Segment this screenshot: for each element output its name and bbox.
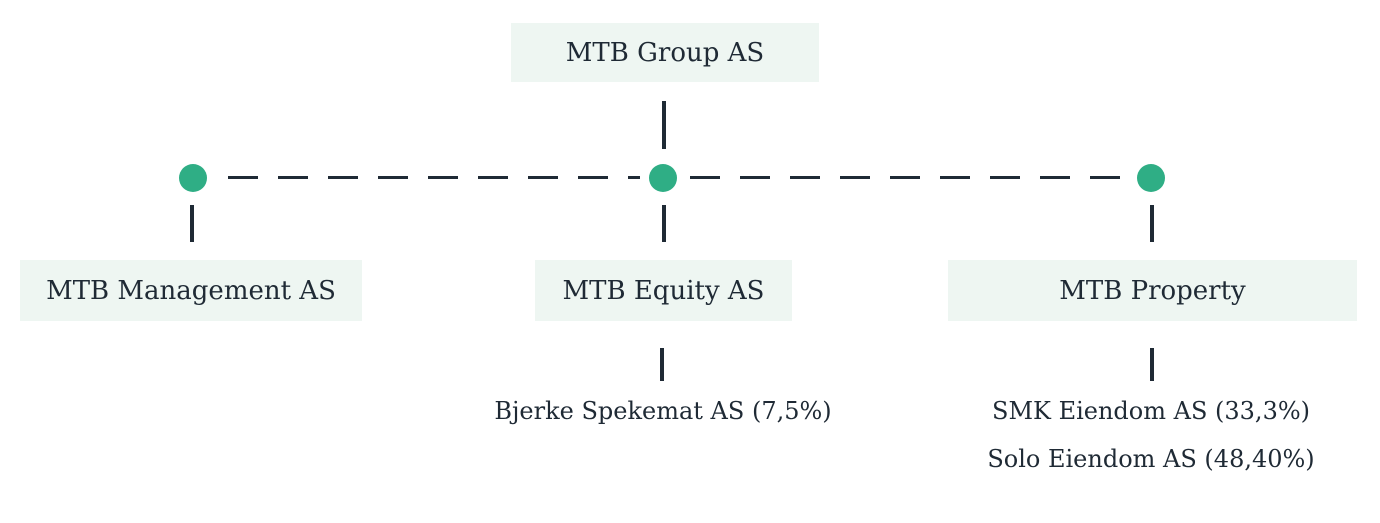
- node-label: MTB Group AS: [565, 37, 765, 68]
- connector-property-holdings: [1150, 348, 1154, 381]
- connector-to-equity: [662, 205, 666, 242]
- connector-to-property: [1150, 205, 1154, 242]
- connector-horizontal-right: [690, 176, 1120, 179]
- holding-smk-eiendom: SMK Eiendom AS (33,3%): [992, 397, 1310, 425]
- node-label: MTB Management AS: [46, 275, 336, 306]
- node-mtb-property: MTB Property: [948, 260, 1357, 321]
- node-label: MTB Equity AS: [562, 275, 765, 306]
- node-mtb-management: MTB Management AS: [20, 260, 362, 321]
- connector-equity-holdings: [660, 348, 664, 381]
- connector-to-management: [190, 205, 194, 242]
- node-mtb-equity: MTB Equity AS: [535, 260, 792, 321]
- junction-dot-right: [1137, 164, 1165, 192]
- holding-bjerke-spekemat: Bjerke Spekemat AS (7,5%): [494, 397, 832, 425]
- junction-dot-left: [179, 164, 207, 192]
- node-mtb-group: MTB Group AS: [511, 23, 819, 82]
- connector-root-down: [662, 101, 666, 149]
- holding-solo-eiendom: Solo Eiendom AS (48,40%): [987, 445, 1315, 473]
- junction-dot-center: [649, 164, 677, 192]
- connector-horizontal-left: [228, 176, 640, 179]
- node-label: MTB Property: [1059, 275, 1246, 306]
